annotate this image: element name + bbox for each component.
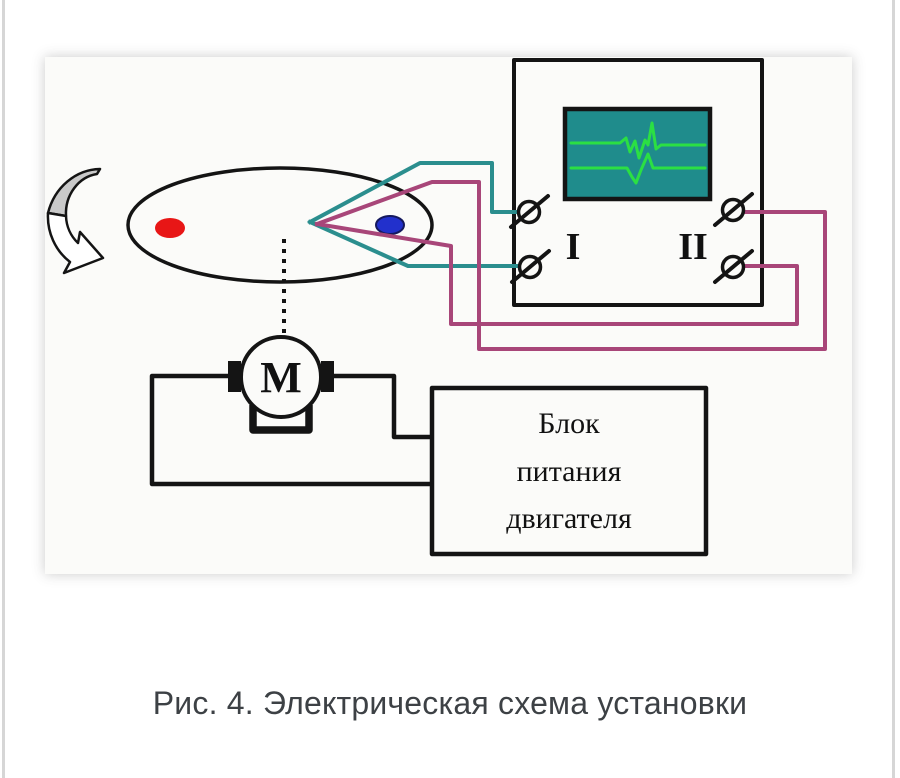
terminal-ch1-upper [509,194,550,229]
page-border-right [892,0,895,778]
oscilloscope-box: I II [512,58,764,307]
terminal-ch2-lower [713,249,754,284]
power-supply-box: Блок питания двигателя [429,385,709,557]
channel1-label: I [566,226,581,268]
signal-wire-magenta-lower [314,221,799,326]
circuit-diagram: М Блок питания двигателя I II [46,58,827,557]
motor-mount [249,405,313,434]
motor-body [239,335,323,419]
channel2-label: II [678,226,708,268]
red-marker-dot [155,218,185,238]
terminal-ch2-upper [713,192,754,227]
motor-brush-right [321,361,334,392]
blue-marker-dot [375,215,405,235]
terminal-ch1-lower [510,249,551,284]
motor-wire-left [149,373,430,487]
power-supply-line3: двигателя [506,502,632,535]
rotation-arrow-icon [46,167,105,275]
figure-caption: Рис. 4. Электрическая схема установки [152,685,748,721]
motor: М [228,335,334,434]
motor-wire-right [334,373,430,440]
signal-wire-teal-upper [307,161,520,225]
motor-label: М [260,353,302,402]
motor-brush-left [228,361,241,392]
power-supply-line1: Блок [538,407,600,440]
page-border-left [2,0,5,778]
figure-panel: М Блок питания двигателя I II [45,57,852,574]
trace-lower [569,152,707,185]
signal-wire-magenta-upper [314,180,827,351]
signal-wire-teal-lower [307,219,520,268]
trace-upper [569,121,707,160]
rotating-disk [126,166,434,284]
power-supply-line2: питания [517,455,622,488]
